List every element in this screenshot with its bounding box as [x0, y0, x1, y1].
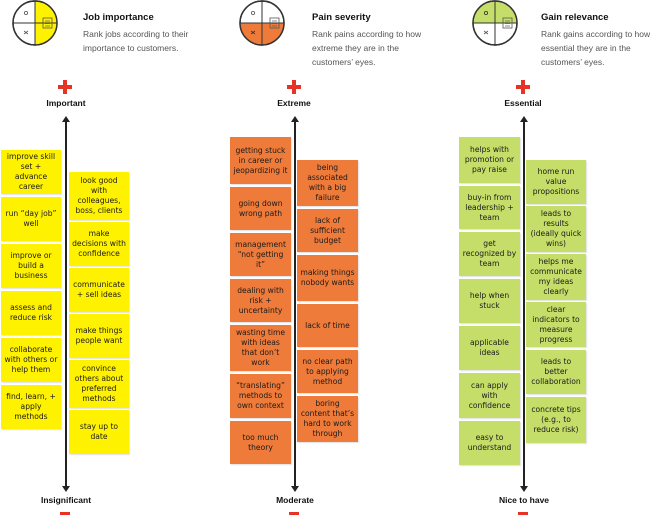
- sticky-note: can apply with confidence: [459, 373, 520, 418]
- gains-title: Gain relevance: [541, 12, 609, 23]
- sticky-note: improve skill set + advance career: [1, 150, 61, 194]
- minus-icon: [289, 512, 299, 515]
- sticky-note: boring content that’s hard to work throu…: [297, 396, 358, 442]
- sticky-note: going down wrong path: [230, 187, 291, 230]
- sticky-note: helps me communicate my ideas clearly: [526, 254, 586, 300]
- jobs-top-label: Important: [46, 98, 86, 108]
- sticky-note: look good with colleagues, boss, clients: [69, 172, 129, 220]
- gains-axis: [523, 118, 525, 490]
- sticky-note: improve or build a business: [1, 244, 61, 288]
- sticky-note: dealing with risk + uncertainty: [230, 279, 291, 322]
- sticky-note: applicable ideas: [459, 326, 520, 370]
- plus-icon: [58, 80, 72, 94]
- plus-icon: [287, 80, 301, 94]
- jobs-circle-icon: [12, 0, 58, 46]
- sticky-note: no clear path to applying method: [297, 350, 358, 393]
- jobs-description: Rank jobs according to their importance …: [83, 29, 189, 53]
- sticky-note: concrete tips (e.g., to reduce risk): [526, 397, 586, 443]
- sticky-note: home run value propositions: [526, 160, 586, 204]
- sticky-note: “translating” methods to own context: [230, 374, 291, 418]
- sticky-note: assess and reduce risk: [1, 291, 61, 335]
- sticky-note: lack of time: [297, 304, 358, 347]
- sticky-note: easy to understand: [459, 421, 520, 465]
- sticky-note: leads to better collaboration: [526, 350, 586, 394]
- plus-icon: [516, 80, 530, 94]
- sticky-note: make things people want: [69, 314, 129, 358]
- sticky-note: communicate + sell ideas: [69, 268, 129, 312]
- sticky-note: wasting time with ideas that don’t work: [230, 325, 291, 371]
- sticky-note: too much theory: [230, 421, 291, 464]
- gains-description: Rank gains according to how essential th…: [541, 29, 651, 67]
- gains-bottom-label: Nice to have: [498, 495, 550, 505]
- sticky-note: getting stuck in career or jeopardizing …: [230, 137, 291, 184]
- jobs-bottom-label: Insignificant: [40, 495, 92, 505]
- sticky-note: get recognized by team: [459, 232, 520, 276]
- sticky-note: help when stuck: [459, 279, 520, 323]
- sticky-note: being associated with a big failure: [297, 160, 358, 206]
- arrow-down-icon: [62, 486, 70, 492]
- jobs-axis: [65, 118, 67, 490]
- sticky-note: convince others about preferred methods: [69, 360, 129, 408]
- minus-icon: [60, 512, 70, 515]
- arrow-down-icon: [291, 486, 299, 492]
- minus-icon: [518, 512, 528, 515]
- sticky-note: buy-in from leadership + team: [459, 186, 520, 229]
- pains-axis: [294, 118, 296, 490]
- gains-circle-icon: [472, 0, 518, 46]
- jobs-title: Job importance: [83, 12, 154, 23]
- pains-bottom-label: Moderate: [276, 495, 314, 505]
- sticky-note: making things nobody wants: [297, 255, 358, 301]
- pains-title: Pain severity: [312, 12, 371, 23]
- sticky-note: stay up to date: [69, 410, 129, 454]
- pains-circle-icon: [239, 0, 285, 46]
- sticky-note: run “day job” well: [1, 197, 61, 241]
- arrow-down-icon: [520, 486, 528, 492]
- gains-top-label: Essential: [504, 98, 542, 108]
- sticky-note: lack of sufficient budget: [297, 209, 358, 252]
- sticky-note: management “not getting it”: [230, 233, 291, 276]
- sticky-note: clear indicators to measure progress: [526, 302, 586, 347]
- pains-description: Rank pains according to how extreme they…: [312, 29, 422, 67]
- sticky-note: leads to results (ideally quick wins): [526, 206, 586, 252]
- sticky-note: make decisions with confidence: [69, 222, 129, 266]
- sticky-note: helps with promotion or pay raise: [459, 137, 520, 183]
- sticky-note: collaborate with others or help them: [1, 338, 61, 382]
- pains-top-label: Extreme: [277, 98, 311, 108]
- sticky-note: find, learn, + apply methods: [1, 385, 61, 429]
